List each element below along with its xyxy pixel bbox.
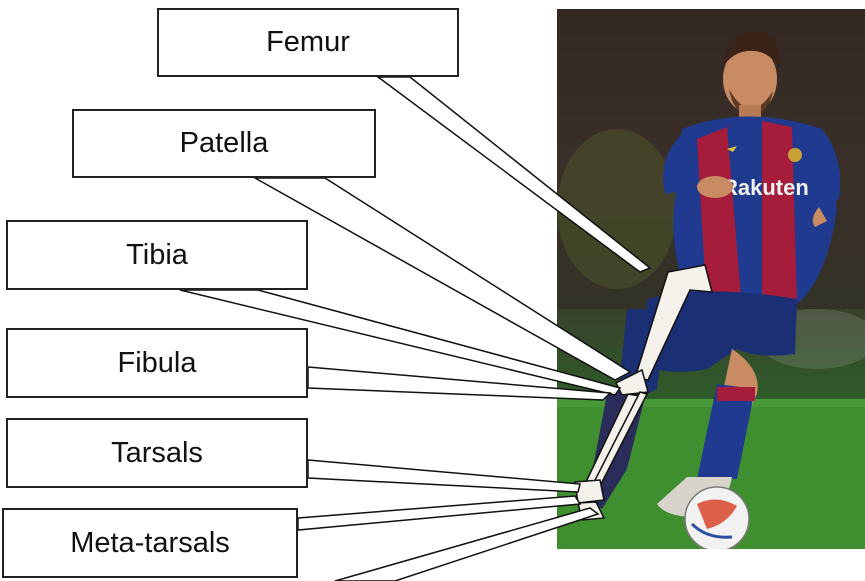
label-femur: Femur (157, 8, 459, 77)
label-tibia: Tibia (6, 220, 308, 290)
label-patella: Patella (72, 109, 376, 178)
left-arm-sleeve (663, 134, 697, 194)
ball-stripe (690, 522, 733, 539)
label-metatarsals: Meta-tarsals (2, 508, 298, 578)
player-illustration: Rakuten 10 (557, 9, 865, 549)
label-patella-text: Patella (179, 127, 269, 159)
player-head (723, 45, 777, 113)
background-blur-green (557, 129, 677, 289)
ball-pattern (697, 499, 737, 529)
right-hand (812, 207, 827, 227)
planted-leg-sock (697, 384, 755, 479)
kit-maker-logo-icon (727, 146, 737, 152)
label-metatarsals-text: Meta-tarsals (70, 526, 230, 559)
label-femur-text: Femur (266, 26, 350, 58)
footballer-photo: Rakuten 10 (557, 9, 865, 549)
club-crest-icon (788, 148, 802, 162)
pitch-edge (557, 399, 865, 407)
jersey-sponsor: Rakuten (722, 175, 809, 200)
label-tarsals-text: Tarsals (111, 436, 203, 469)
label-tibia-text: Tibia (126, 238, 188, 271)
jersey-stripe-right (762, 121, 797, 307)
label-tarsals: Tarsals (6, 418, 308, 488)
player-hair (723, 30, 780, 69)
left-hand (697, 176, 733, 198)
sock-band (717, 387, 755, 401)
label-fibula: Fibula (6, 328, 308, 398)
tarsals-leader (307, 459, 581, 493)
right-arm-sleeve (812, 129, 841, 214)
metatarsals-leader-upper (297, 495, 582, 531)
label-fibula-text: Fibula (117, 346, 197, 379)
